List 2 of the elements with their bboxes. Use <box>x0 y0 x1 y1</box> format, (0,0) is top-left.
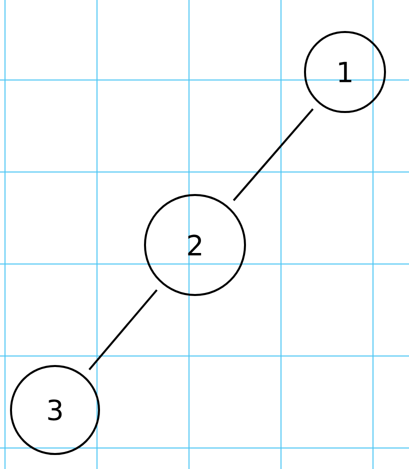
connector-line <box>88 289 158 370</box>
connector-line <box>232 108 314 202</box>
